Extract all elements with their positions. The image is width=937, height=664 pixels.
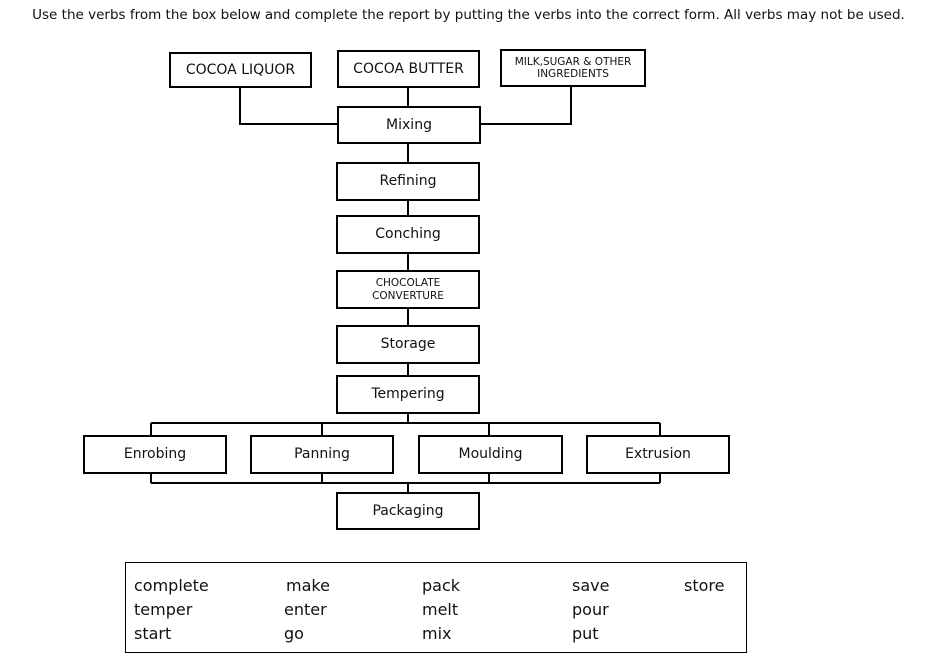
node-storage-label: Storage: [380, 336, 436, 353]
verb-store: store: [684, 576, 725, 595]
node-enrobing: Enrobing: [83, 435, 227, 474]
node-refining: Refining: [336, 162, 480, 201]
verb-melt: melt: [422, 600, 459, 619]
verb-mix: mix: [422, 624, 452, 643]
verb-word-box: complete temper start make enter go pack…: [125, 562, 747, 653]
node-conching: Conching: [336, 215, 480, 254]
node-packaging: Packaging: [336, 492, 480, 530]
node-storage: Storage: [336, 325, 480, 364]
node-cocoa-butter: COCOA BUTTER: [337, 50, 480, 88]
node-milk-sugar-line1: MILK,SUGAR & OTHER: [514, 55, 632, 68]
node-converture-line2: CONVERTURE: [372, 289, 444, 302]
node-conching-label: Conching: [375, 226, 441, 243]
instruction-text: Use the verbs from the box below and com…: [32, 7, 905, 23]
node-milk-sugar-line2: INGREDIENTS: [537, 68, 609, 80]
verb-temper: temper: [134, 600, 193, 619]
node-extrusion: Extrusion: [586, 435, 730, 474]
verb-enter: enter: [284, 600, 327, 619]
node-panning-label: Panning: [294, 446, 350, 463]
node-moulding: Moulding: [418, 435, 563, 474]
verb-pack: pack: [422, 576, 461, 595]
verb-go: go: [284, 624, 304, 643]
node-tempering: Tempering: [336, 375, 480, 414]
node-extrusion-label: Extrusion: [625, 446, 691, 463]
connector-milk-mixing: [480, 86, 572, 125]
verb-pour: pour: [572, 600, 609, 619]
node-enrobing-label: Enrobing: [123, 446, 187, 463]
verb-put: put: [572, 624, 599, 643]
verb-complete: complete: [134, 576, 209, 595]
connector-liquor-mixing: [239, 87, 338, 125]
node-mixing-label: Mixing: [386, 116, 432, 133]
node-packaging-label: Packaging: [372, 502, 444, 519]
verb-start: start: [134, 624, 172, 643]
node-cocoa-butter-label: COCOA BUTTER: [353, 60, 464, 77]
node-tempering-label: Tempering: [371, 386, 445, 403]
verb-save: save: [572, 576, 610, 595]
node-moulding-label: Moulding: [458, 446, 523, 463]
node-converture-line1: CHOCOLATE: [375, 277, 441, 290]
node-milk-sugar: MILK,SUGAR & OTHER INGREDIENTS: [500, 49, 646, 87]
verb-make: make: [286, 576, 330, 595]
node-mixing: Mixing: [337, 106, 481, 144]
node-refining-label: Refining: [379, 173, 437, 190]
node-cocoa-liquor-label: COCOA LIQUOR: [185, 61, 296, 78]
node-chocolate-converture: CHOCOLATE CONVERTURE: [336, 270, 480, 309]
node-panning: Panning: [250, 435, 394, 474]
node-cocoa-liquor: COCOA LIQUOR: [169, 52, 312, 88]
